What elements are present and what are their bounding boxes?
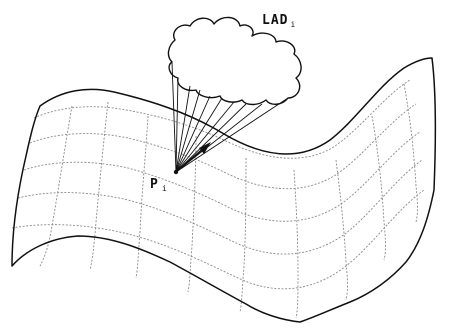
arrow-icon [176, 142, 211, 172]
grid-line-cross-4 [18, 160, 422, 254]
point-marker [174, 170, 178, 174]
point-label-main: P [150, 177, 159, 192]
grid-line-long-7 [336, 160, 348, 300]
grid-line-long-8 [372, 116, 386, 260]
cone-line-2 [176, 78, 178, 172]
grid-line-cross-5 [12, 190, 424, 289]
cone-line-1 [172, 62, 176, 172]
point-label-sub: i [162, 184, 168, 193]
grid-line-long-6 [294, 170, 298, 318]
cone-line-4 [176, 90, 200, 172]
surface-grid [12, 80, 424, 318]
lad-cloud [168, 17, 301, 104]
cone-label-main: LAD [262, 13, 288, 28]
grid-line-long-2 [90, 102, 108, 270]
grid-line-long-1 [40, 106, 72, 266]
cone-line-7 [176, 102, 234, 172]
cone-label-sub: i [290, 20, 296, 29]
grid-line-cross-2 [30, 104, 416, 189]
cone-line-3 [176, 86, 190, 172]
grid-line-cross-3 [24, 132, 420, 221]
